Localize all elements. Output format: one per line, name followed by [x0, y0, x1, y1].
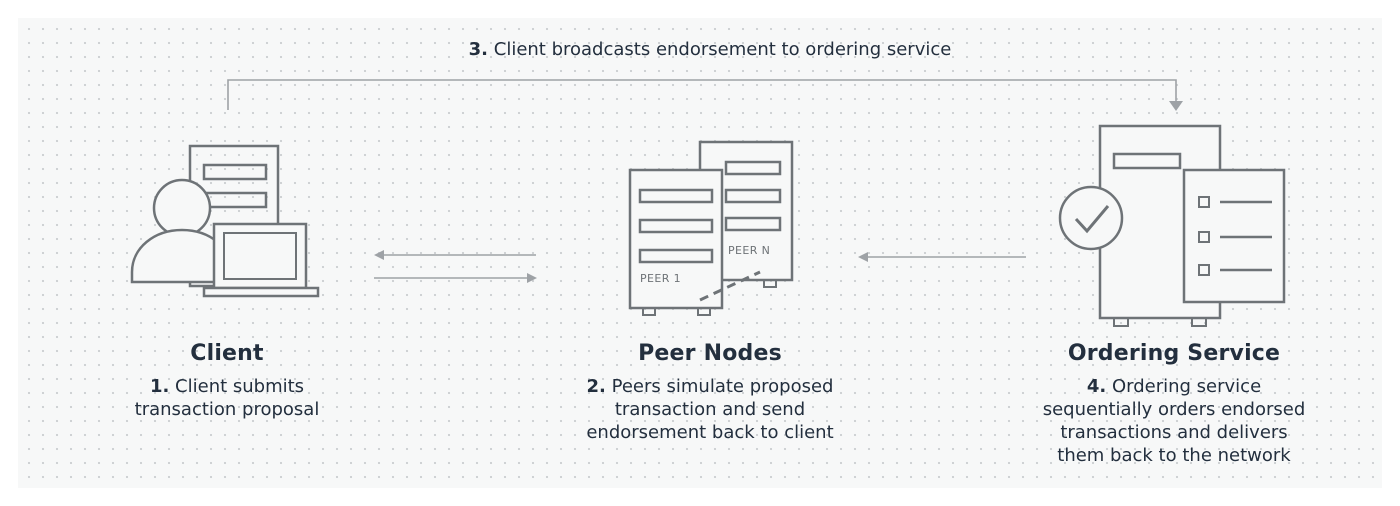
peer-n-label: PEER N [728, 244, 770, 257]
server-icon: PEER 1 [628, 168, 724, 316]
client-desc-line2: transaction proposal [134, 399, 320, 420]
checkmark-icon [1058, 185, 1124, 251]
peer-servers-group: PEER N PEER 1 [628, 140, 794, 316]
proposal-arrows [374, 250, 537, 283]
peers-desc-line2: transaction and send [614, 399, 806, 420]
ordering-step-number: 4. [1086, 376, 1107, 397]
client-description: 1. Client submits transaction proposal [57, 375, 397, 421]
laptop-icon [202, 222, 320, 298]
ordering-desc-line3: transactions and delivers [1060, 422, 1288, 443]
ordering-service-description: 4. Ordering service sequentially orders … [1004, 375, 1344, 467]
peers-step-number: 2. [586, 376, 606, 397]
broadcast-step-number: 3. [468, 39, 489, 60]
delivery-arrow [858, 252, 1026, 262]
broadcast-text: Client broadcasts endorsement to orderin… [493, 39, 952, 60]
peer-dashed-connector [699, 270, 761, 302]
ordering-desc-line2: sequentially orders endorsed [1042, 399, 1306, 420]
client-icon-group [130, 144, 320, 298]
ordering-desc-line1: Ordering service [1111, 376, 1262, 397]
client-desc-line1: Client submits [175, 376, 305, 397]
ordering-service-title: Ordering Service [1067, 341, 1281, 366]
peers-desc-line1: Peers simulate proposed [611, 376, 834, 397]
checklist-icon [1182, 168, 1286, 304]
broadcast-label: 3. Client broadcasts endorsement to orde… [360, 39, 1060, 60]
client-title: Client [190, 341, 264, 366]
ordering-desc-line4: them back to the network [1057, 445, 1291, 466]
peer-nodes-title: Peer Nodes [638, 341, 782, 366]
ordering-icon-group [1058, 124, 1286, 327]
client-step-number: 1. [149, 376, 170, 397]
peers-desc-line3: endorsement back to client [586, 422, 834, 443]
peer-nodes-description: 2. Peers simulate proposed transaction a… [540, 375, 880, 444]
broadcast-connector [227, 79, 1183, 111]
peer-1-label: PEER 1 [640, 272, 681, 285]
